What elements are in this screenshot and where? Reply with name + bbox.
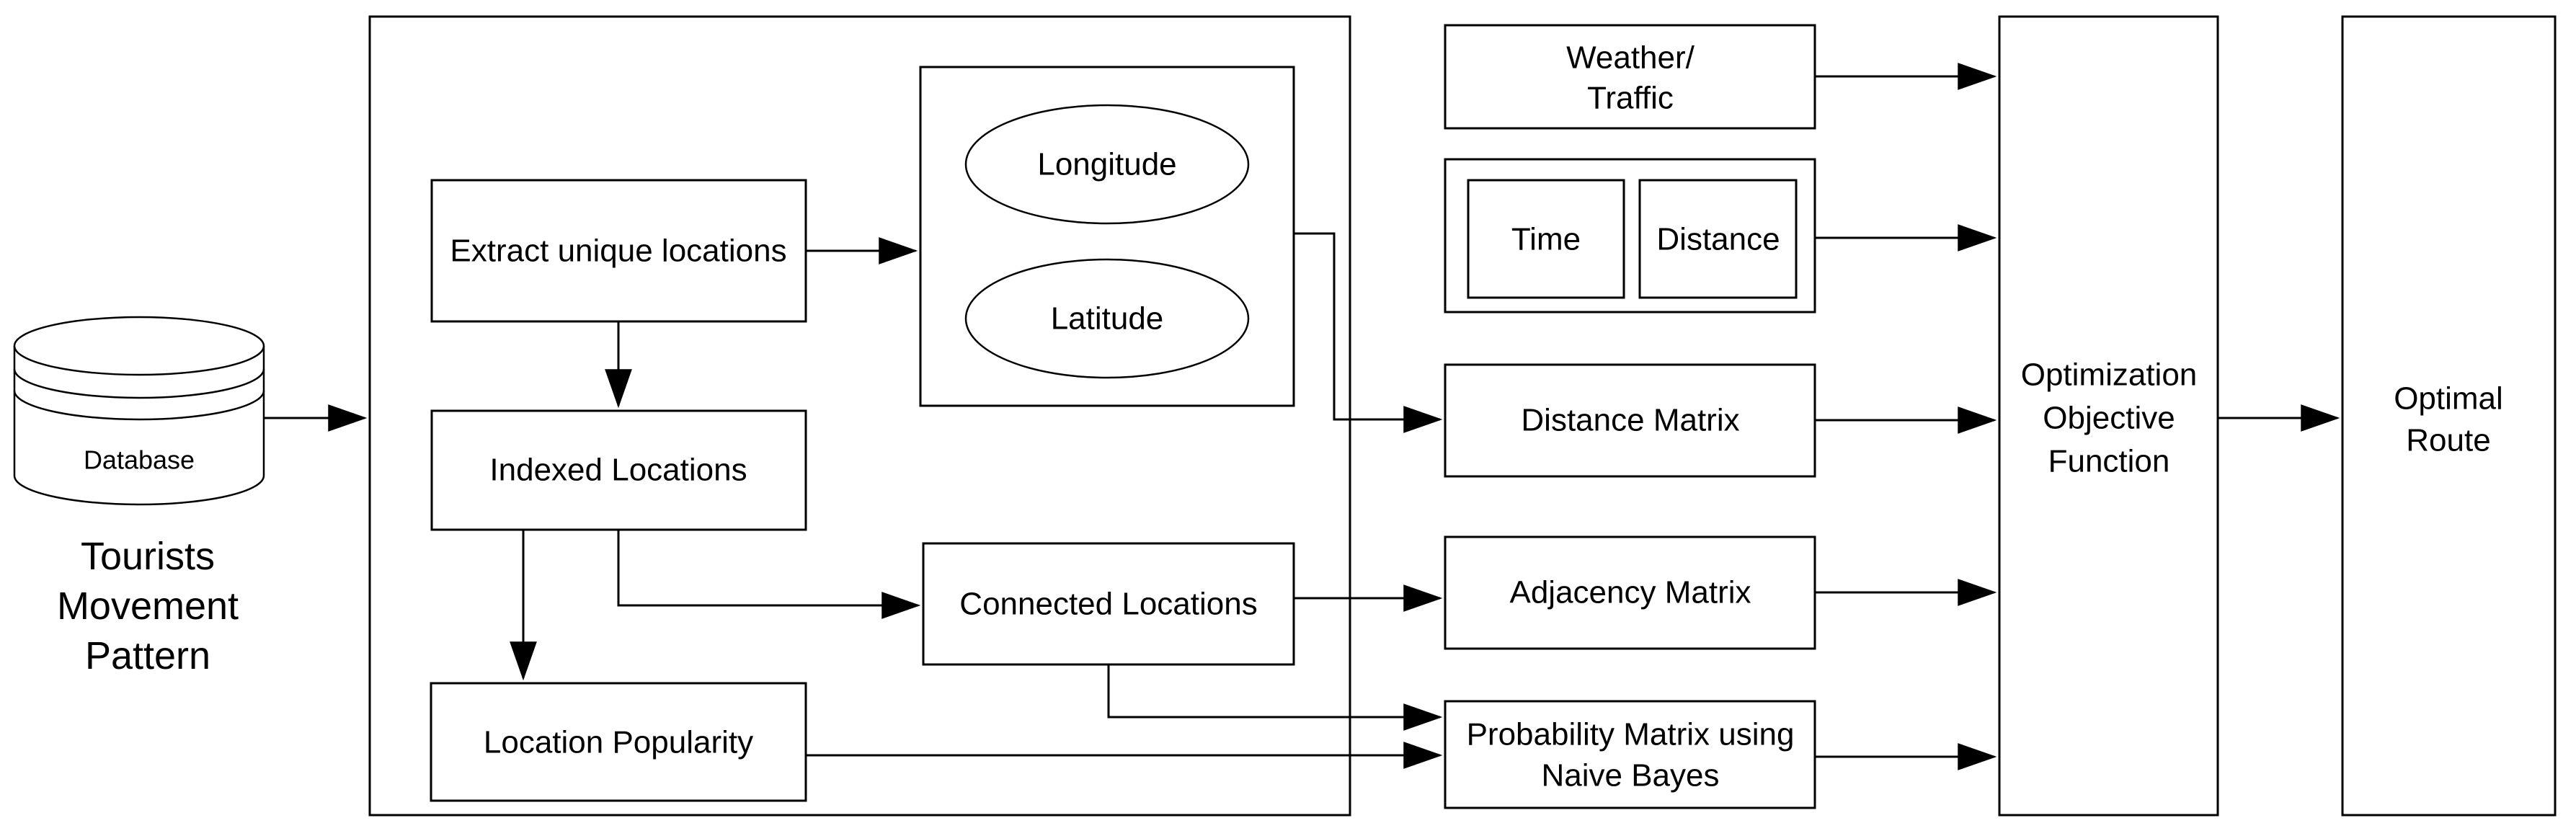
optimization-line-2: Objective xyxy=(2043,401,2175,436)
arrow-connected-to-probability-matrix xyxy=(1107,664,1443,731)
extract-unique-locations-label: Extract unique locations xyxy=(450,234,786,269)
database-cylinder xyxy=(13,346,265,506)
distance-label: Distance xyxy=(1656,222,1780,257)
location-popularity-node: Location Popularity xyxy=(430,682,807,802)
connected-locations-label: Connected Locations xyxy=(959,587,1257,622)
probability-matrix-line-2: Naive Bayes xyxy=(1541,758,1719,793)
distance-box xyxy=(1638,179,1798,299)
database-label: Database xyxy=(84,445,195,475)
database-caption-line-2: Movement xyxy=(57,584,239,628)
optimal-route-line-1: Optimal xyxy=(2394,381,2503,417)
arrow-indexed-to-connected xyxy=(617,530,921,619)
time-distance-box xyxy=(1444,158,1816,314)
distance-matrix-box xyxy=(1444,363,1816,478)
database-caption-line-1: Tourists xyxy=(81,535,215,578)
optimization-node: Optimization Objective Function xyxy=(1998,15,2219,817)
latitude-label: Latitude xyxy=(1051,301,1164,337)
location-popularity-box xyxy=(430,682,807,802)
adjacency-matrix-label: Adjacency Matrix xyxy=(1509,575,1751,610)
database-cylinder-ring-1 xyxy=(13,368,265,399)
probability-matrix-box xyxy=(1444,700,1816,809)
time-box xyxy=(1467,179,1625,299)
time-label: Time xyxy=(1511,222,1581,257)
indexed-locations-label: Indexed Locations xyxy=(489,453,747,488)
time-distance-group: Time Distance xyxy=(1444,158,1816,314)
arrow-coordinates-to-distance-matrix xyxy=(1294,232,1443,433)
adjacency-matrix-node: Adjacency Matrix xyxy=(1444,535,1816,650)
database-node: Database Tourists Movement Pattern xyxy=(13,316,265,677)
database-caption-line-3: Pattern xyxy=(85,634,210,677)
connected-locations-node: Connected Locations xyxy=(922,542,1295,666)
probability-matrix-node: Probability Matrix using Naive Bayes xyxy=(1444,700,1816,809)
probability-matrix-line-1: Probability Matrix using xyxy=(1467,717,1795,752)
optimal-route-line-2: Route xyxy=(2406,423,2490,458)
optimization-box xyxy=(1998,15,2219,817)
coordinates-box xyxy=(919,66,1295,407)
optimal-route-box xyxy=(2341,15,2557,817)
optimal-route-node: Optimal Route xyxy=(2341,15,2557,817)
weather-traffic-node: Weather/ Traffic xyxy=(1444,24,1816,130)
adjacency-matrix-box xyxy=(1444,535,1816,650)
longitude-ellipse xyxy=(964,104,1250,225)
distance-matrix-label: Distance Matrix xyxy=(1521,403,1739,438)
database-cylinder-ring-2 xyxy=(13,390,265,421)
processing-container-box xyxy=(368,15,1351,817)
distance-matrix-node: Distance Matrix xyxy=(1444,363,1816,478)
optimization-line-3: Function xyxy=(2048,444,2170,479)
latitude-ellipse xyxy=(964,258,1250,379)
coordinates-group: Longitude Latitude xyxy=(919,66,1295,407)
extract-unique-locations-node: Extract unique locations xyxy=(430,179,807,323)
location-popularity-label: Location Popularity xyxy=(484,725,753,760)
optimization-line-1: Optimization xyxy=(2021,357,2198,393)
weather-traffic-line-1: Weather/ xyxy=(1566,40,1695,76)
weather-traffic-line-2: Traffic xyxy=(1587,81,1674,116)
database-cylinder-top xyxy=(13,316,265,376)
indexed-locations-node: Indexed Locations xyxy=(430,409,807,531)
weather-traffic-box xyxy=(1444,24,1816,130)
longitude-label: Longitude xyxy=(1037,147,1176,182)
